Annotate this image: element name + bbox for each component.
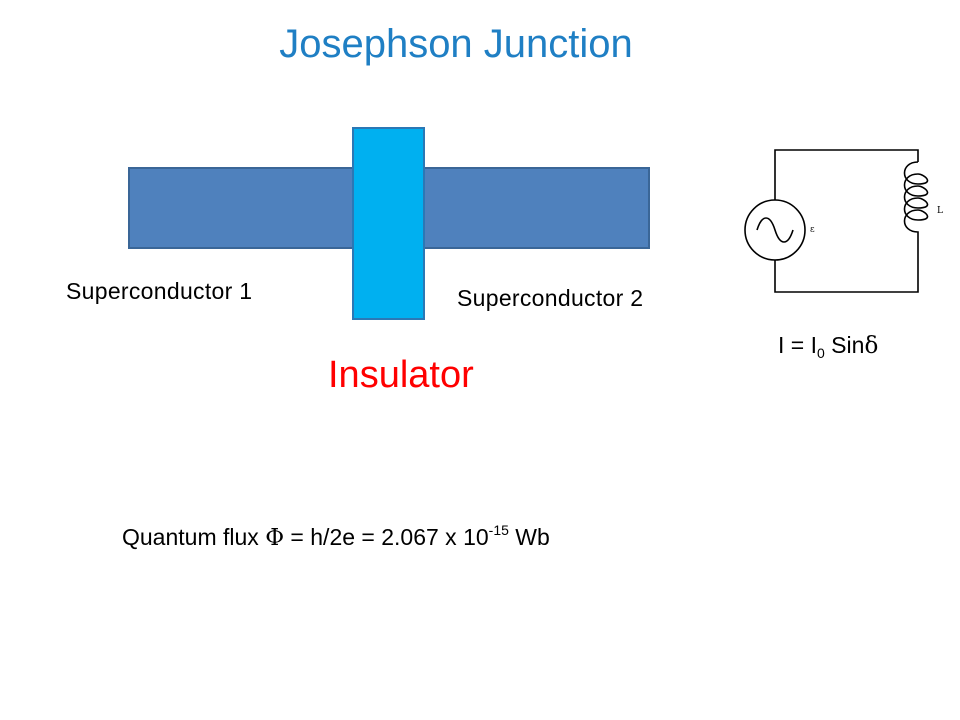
current-equation-subscript: 0 <box>817 345 825 361</box>
insulator-block <box>352 127 425 320</box>
lc-circuit-diagram: ε L <box>744 149 943 293</box>
superconductor-1-label: Superconductor 1 <box>66 278 253 304</box>
inductor-label: L <box>937 206 943 216</box>
delta-symbol: δ <box>864 333 879 359</box>
quantum-flux-equation: Quantum flux Φ = h/2e = 2.067 x 10-15 Wb <box>122 522 550 551</box>
flux-prefix: Quantum flux <box>122 524 266 550</box>
circuit-wire-top <box>774 149 919 200</box>
flux-exponent: -15 <box>488 522 509 538</box>
flux-middle: = h/2e = 2.067 x 10 <box>284 524 489 550</box>
circuit-wire-bottom <box>774 260 919 293</box>
insulator-label: Insulator <box>328 354 474 396</box>
source-label: ε <box>810 225 815 235</box>
current-equation-lhs: I = I <box>778 332 817 358</box>
current-equation: I = I0 Sinδ <box>778 332 878 361</box>
slide-title: Josephson Junction <box>279 22 633 66</box>
superconductor-2-label: Superconductor 2 <box>457 285 644 311</box>
inductor-coil-icon <box>903 161 929 262</box>
flux-unit: Wb <box>508 524 550 550</box>
ac-source-icon <box>744 199 806 261</box>
sine-wave-icon <box>756 217 794 243</box>
phi-symbol: Φ <box>265 525 285 551</box>
current-equation-rhs: Sin <box>824 332 865 358</box>
superconductor-2-block <box>421 167 650 249</box>
superconductor-1-block <box>128 167 356 249</box>
